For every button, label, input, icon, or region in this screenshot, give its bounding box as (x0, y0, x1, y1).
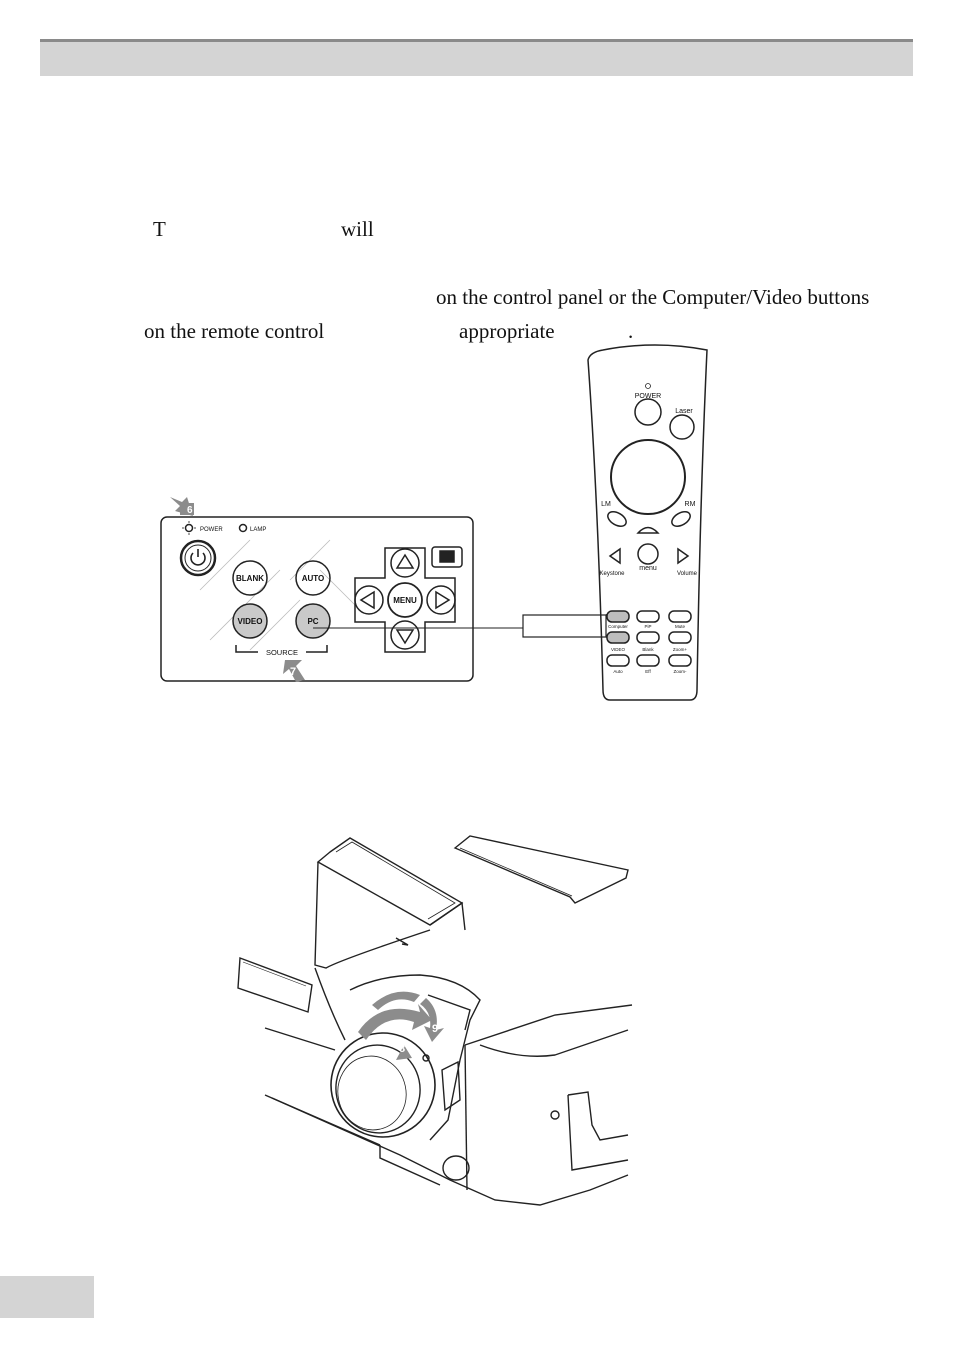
callout-label-8: 8 (399, 1043, 405, 1055)
text-line-control-panel: on the control panel or the Computer/Vid… (436, 285, 870, 309)
callout-arrow-focus-top (372, 991, 420, 1010)
text-fragment-t: T (153, 217, 166, 241)
text-line-remote: on the remote control (144, 319, 325, 343)
right-button (426, 585, 456, 615)
remote-row3-label: Eff (645, 669, 651, 674)
power-button (179, 539, 217, 577)
projector-vent-panel (453, 835, 629, 904)
video-button-label: VIDEO (238, 617, 263, 626)
lamp-led (238, 523, 248, 533)
remote-computer-button (606, 610, 630, 623)
remote-row1-label: Mute (675, 624, 686, 629)
auto-button (295, 560, 331, 596)
callout-arrow-7 (283, 660, 305, 682)
callout-label-9: 9 (432, 1023, 438, 1035)
text-fragment-period: . (628, 319, 634, 343)
remote-laser-label: Laser (675, 408, 693, 415)
pc-button-label: PC (307, 617, 318, 626)
up-button (390, 548, 420, 578)
remote-row1-label: PiP (644, 624, 651, 629)
remote-video-button (606, 631, 630, 644)
lamp-led-label: LAMP (250, 527, 266, 533)
front-grille (237, 957, 313, 1013)
callout-arrow-focus (420, 998, 444, 1042)
auto-button-label: AUTO (302, 574, 325, 583)
keystone-icon (431, 546, 463, 568)
remote-body (587, 344, 708, 701)
control-panel-outline (160, 516, 474, 682)
remote-rm-button (671, 511, 691, 527)
remote-row3-label: Zoom- (673, 669, 687, 674)
foot-adjuster (442, 1155, 470, 1181)
remote-volume-label: Volume (677, 571, 698, 577)
header-bar (40, 39, 913, 76)
remote-lm-button (607, 511, 627, 527)
footer-page-tab (0, 1276, 94, 1318)
remote-keystone-label: Keystone (599, 571, 625, 577)
callout-arrow-zoom (358, 1004, 432, 1040)
power-led-label: POWER (200, 527, 223, 533)
remote-row2-label: Zoom+ (673, 647, 688, 652)
menu-button-label: MENU (393, 596, 417, 605)
lens-glass (335, 1044, 421, 1134)
menu-button (387, 582, 423, 618)
power-led (184, 523, 194, 533)
remote-row3-label: Auto (613, 669, 623, 674)
remote-trackball (610, 439, 686, 515)
direction-pad (354, 547, 456, 653)
connector-box (522, 614, 607, 638)
remote-power-label: POWER (635, 393, 661, 400)
remote-laser-button (669, 414, 695, 440)
source-label: SOURCE (266, 648, 298, 657)
remote-menu-label: menu (639, 565, 657, 572)
blank-button (232, 560, 268, 596)
remote-lm-label: LM (601, 501, 611, 508)
left-button (354, 585, 384, 615)
video-button (232, 603, 268, 639)
remote-power-button (634, 398, 662, 426)
remote-row1-label: Computer (608, 624, 628, 629)
callout-label-7: 7 (290, 666, 296, 678)
blank-button-label: BLANK (236, 574, 264, 583)
remote-rm-label: RM (685, 501, 696, 508)
text-fragment-will: will (341, 217, 374, 241)
lens-ring (330, 1032, 436, 1138)
remote-menu-button (637, 543, 659, 565)
callout-label-6: 6 (187, 505, 193, 516)
down-button (390, 620, 420, 650)
text-fragment-appropriate: appropriate (459, 319, 555, 343)
remote-row2-label: Blank (642, 647, 654, 652)
lens-housing (349, 974, 481, 1141)
remote-row2-label: VIDEO (611, 647, 626, 652)
pc-button (295, 603, 331, 639)
